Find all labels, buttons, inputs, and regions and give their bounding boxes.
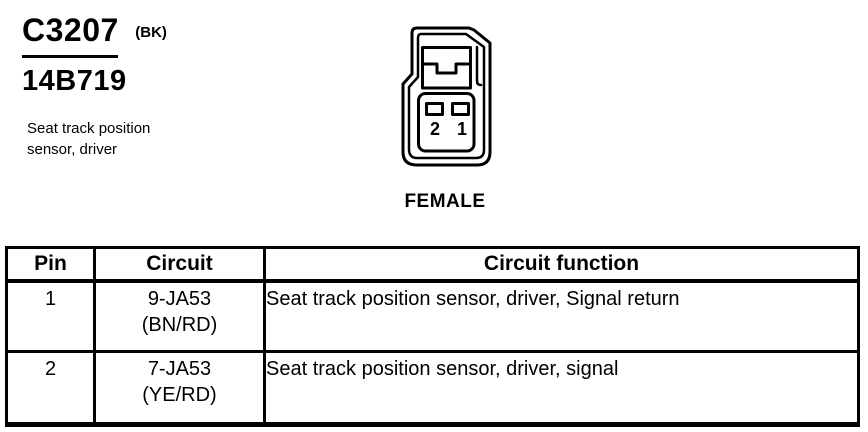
circuit-cell: 9-JA53 (BN/RD) (93, 279, 266, 353)
connector-id-row: C3207 (BK) (22, 10, 167, 53)
connector-color-code: (BK) (135, 24, 167, 41)
header-row: Pin Circuit Circuit function (5, 246, 860, 283)
circuit-function-cell: Seat track position sensor, driver, Sign… (263, 279, 860, 353)
description-line-2: sensor, driver (27, 141, 118, 158)
circuit-number: 7-JA53 (147, 358, 212, 380)
connector-slot (475, 45, 483, 87)
connector-latch-notch (422, 62, 471, 75)
connector-id-underline (22, 55, 118, 58)
connector-body (417, 92, 476, 153)
circuit-function-cell: Seat track position sensor, driver, sign… (263, 350, 860, 426)
pin-cell: 2 (5, 350, 96, 426)
circuit-cell: 7-JA53 (YE/RD) (93, 350, 266, 426)
pinout-table-header: Pin Circuit Circuit function (5, 246, 860, 283)
pinout-table: Pin Circuit Circuit function 1 9-JA53 (B… (5, 246, 860, 427)
pin-number-2: 2 (430, 119, 440, 139)
pin-cavity-2 (425, 102, 444, 116)
column-header-circuit: Circuit (93, 246, 266, 283)
connector-inner-outline (407, 32, 486, 160)
connector-id: C3207 (22, 12, 119, 48)
connector-description: Seat track position sensor, driver (27, 118, 167, 160)
description-line-1: Seat track position (27, 120, 151, 137)
pin-cavity-1 (451, 102, 470, 116)
pin-number-1: 1 (457, 119, 467, 139)
part-number: 14B719 (22, 65, 127, 97)
wire-color: (BN/RD) (141, 314, 218, 336)
wire-color: (YE/RD) (142, 384, 217, 406)
connector-latch (421, 46, 472, 90)
column-header-circuit-function: Circuit function (263, 246, 860, 283)
circuit-number: 9-JA53 (147, 288, 212, 310)
pin-cell: 1 (5, 279, 96, 353)
table-row: 2 7-JA53 (YE/RD) Seat track position sen… (5, 350, 860, 426)
connector-face-drawing: 2 1 (401, 26, 492, 167)
connector-diagram: 2 1 (390, 18, 500, 170)
column-header-pin: Pin (5, 246, 96, 283)
connector-header: C3207 (BK) 14B719 Seat track position se… (22, 10, 167, 160)
connector-outer-outline (401, 26, 492, 167)
connector-gender-label: FEMALE (404, 191, 486, 212)
table-row: 1 9-JA53 (BN/RD) Seat track position sen… (5, 279, 860, 353)
